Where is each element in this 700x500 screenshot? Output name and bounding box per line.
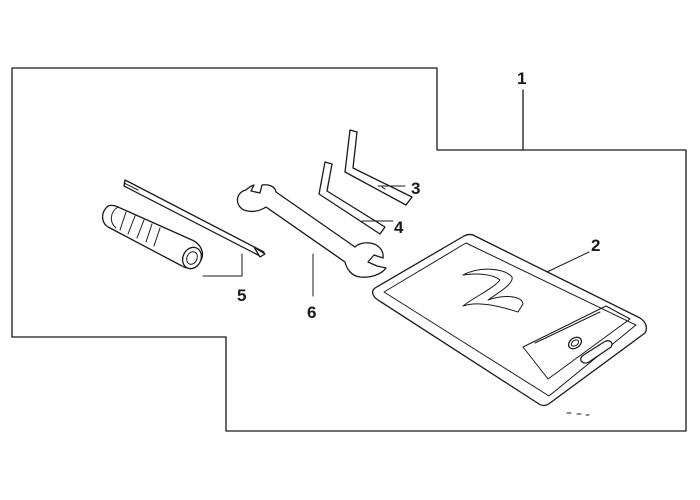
leader-line-5 (202, 253, 243, 277)
hex-key-small (318, 161, 386, 235)
callout-4: 4 (394, 218, 404, 237)
screwdriver-bit (123, 179, 266, 258)
tool-kit-outline (11, 67, 687, 432)
leader-line-3 (381, 186, 386, 190)
wrench (236, 184, 387, 278)
callout-6: 6 (307, 303, 316, 322)
screwdriver-handle (101, 204, 204, 270)
hex-key-large (344, 129, 413, 206)
callout-1: 1 (517, 69, 526, 88)
tool-bag (371, 233, 647, 416)
leader-line-2 (546, 251, 590, 273)
callout-3: 3 (411, 179, 420, 198)
callout-2: 2 (591, 236, 600, 255)
callout-5: 5 (237, 286, 246, 305)
